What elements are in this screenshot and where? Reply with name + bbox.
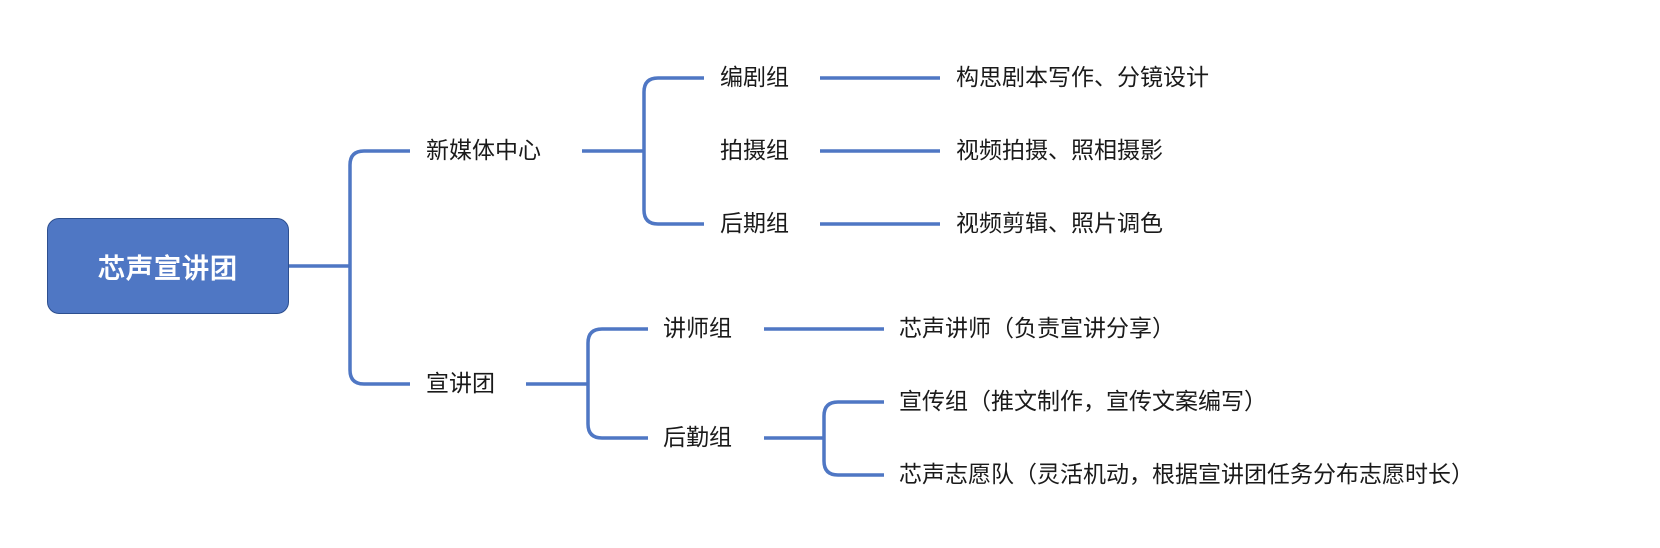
node-lecturer-group[interactable]: 讲师组 [663,316,732,342]
detail-lecturer: 芯声讲师（负责宣讲分享） [899,316,1175,342]
detail-post-production-group: 视频剪辑、照片调色 [956,211,1163,237]
bracket-root-branches [348,149,410,386]
branch-lecture-team[interactable]: 宣讲团 [426,371,495,397]
node-shooting-group[interactable]: 拍摄组 [720,138,789,164]
branch-new-media-center[interactable]: 新媒体中心 [426,138,541,164]
detail-shooting-group: 视频拍摄、照相摄影 [956,138,1163,164]
bracket-logistics-details [822,400,884,477]
detail-script-group: 构思剧本写作、分镜设计 [956,65,1209,91]
detail-volunteer-team: 芯声志愿队（灵活机动，根据宣讲团任务分布志愿时长） [899,462,1474,488]
detail-publicity-group: 宣传组（推文制作，宣传文案编写） [899,389,1267,415]
node-post-production-group[interactable]: 后期组 [720,211,789,237]
node-script-group[interactable]: 编剧组 [720,65,789,91]
node-logistics-group[interactable]: 后勤组 [663,425,732,451]
bracket-lecture-groups [586,327,648,440]
bracket-new-media-groups [642,76,704,226]
root-node[interactable]: 芯声宣讲团 [47,218,289,314]
